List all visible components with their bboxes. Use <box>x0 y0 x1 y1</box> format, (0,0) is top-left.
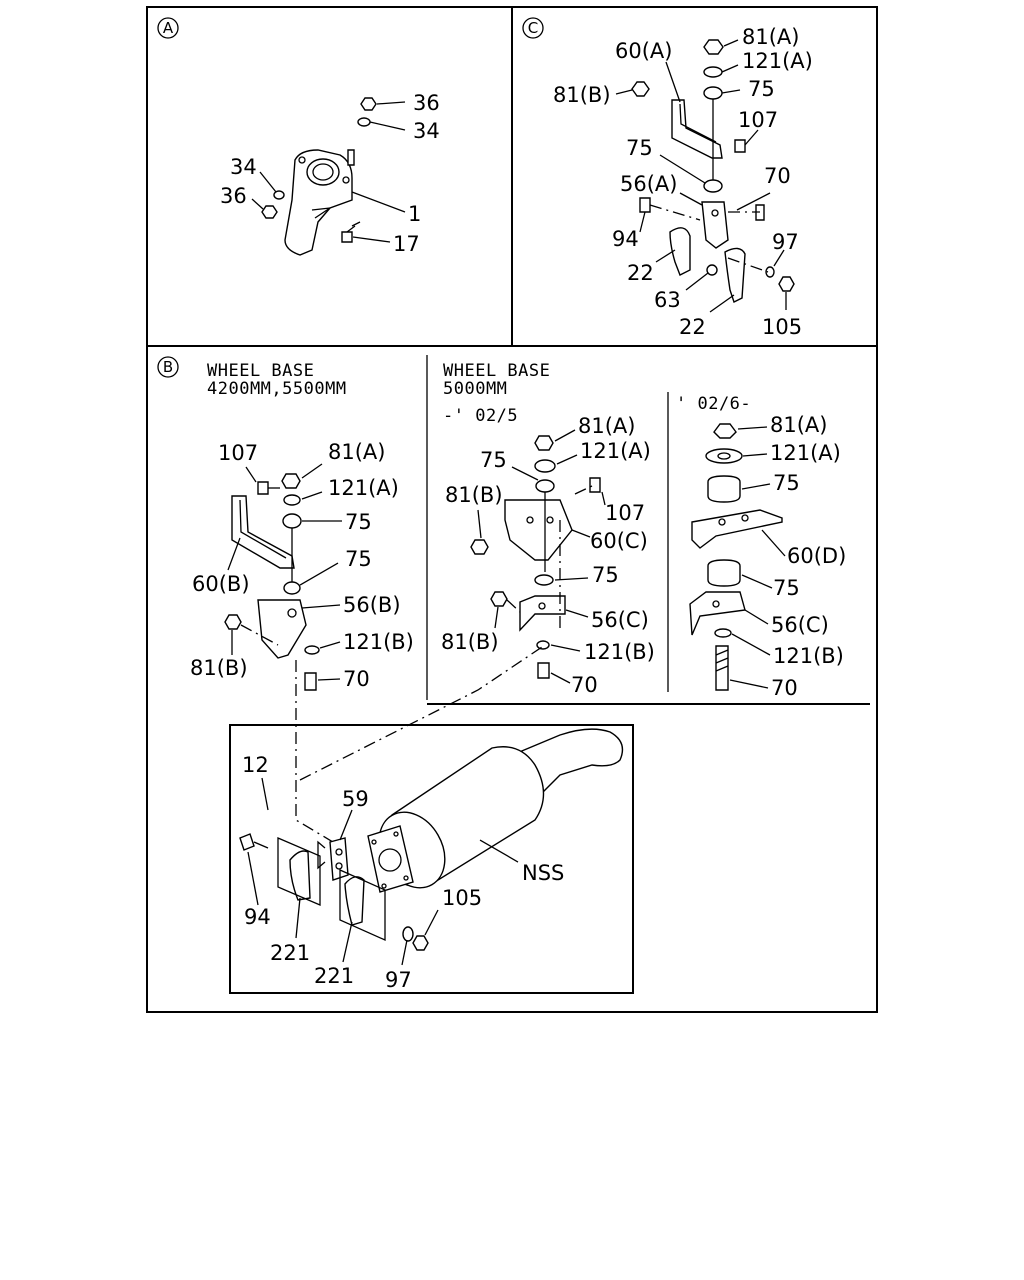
label-b3-60d: 60(D) <box>787 544 846 568</box>
label-b2-75-top: 75 <box>480 448 507 472</box>
label-m-221-left: 221 <box>270 941 310 965</box>
label-b1-60b: 60(B) <box>192 572 250 596</box>
label-c-22-left: 22 <box>627 261 654 285</box>
label-b3-56c: 56(C) <box>771 613 829 637</box>
label-m-12: 12 <box>242 753 269 777</box>
section-b3-labels: 81(A) 121(A) 75 60(D) 75 56(C) 121(B) 70 <box>770 413 846 700</box>
label-b3-121b: 121(B) <box>773 644 844 668</box>
label-b1-121a: 121(A) <box>328 476 399 500</box>
label-m-94: 94 <box>244 905 271 929</box>
label-b1-81a: 81(A) <box>328 440 385 464</box>
label-m-97: 97 <box>385 968 412 992</box>
label-b3-81a: 81(A) <box>770 413 827 437</box>
label-b2-121a: 121(A) <box>580 439 651 463</box>
section-b3-parts <box>689 423 783 691</box>
label-m-105: 105 <box>442 886 482 910</box>
label-a-34-top: 34 <box>413 119 440 143</box>
label-b2-81b-top: 81(B) <box>445 483 503 507</box>
label-a-36-left: 36 <box>220 184 247 208</box>
section-b2-leaders <box>477 429 606 684</box>
label-b2-56c: 56(C) <box>591 608 649 632</box>
label-b1-81b: 81(B) <box>190 656 248 680</box>
label-a-1: 1 <box>408 202 421 226</box>
section-b3-leaders <box>729 426 786 689</box>
section-marker-c: C <box>522 17 544 39</box>
section-c-labels: 81(A) 121(A) 60(A) 81(B) 75 107 75 70 56… <box>553 25 813 339</box>
svg-text:B: B <box>163 358 173 376</box>
label-b1-121b: 121(B) <box>343 630 414 654</box>
label-b1-75-mid: 75 <box>345 547 372 571</box>
section-marker-b: B <box>157 356 179 378</box>
label-m-221-right: 221 <box>314 964 354 988</box>
label-b2-81a: 81(A) <box>578 414 635 438</box>
section-b2-labels: 81(A) 121(A) 75 81(B) 107 60(C) 75 56(C)… <box>441 414 655 697</box>
wheel-base-heading-1: WHEEL BASE <box>207 361 314 381</box>
section-b1-labels: 107 81(A) 121(A) 75 75 60(B) 56(B) 121(B… <box>190 440 414 691</box>
label-c-70: 70 <box>764 164 791 188</box>
wheel-base-values-1: 4200MM,5500MM <box>207 379 347 399</box>
label-m-59: 59 <box>342 787 369 811</box>
muffler-labels: 12 59 NSS 94 105 221 221 97 <box>242 753 564 992</box>
label-c-60a: 60(A) <box>615 39 672 63</box>
wheel-base-heading-2: WHEEL BASE <box>443 361 550 381</box>
date-range-until: -' 02/5 <box>443 406 518 426</box>
label-c-105: 105 <box>762 315 802 339</box>
label-b3-70: 70 <box>771 676 798 700</box>
label-c-81a: 81(A) <box>742 25 799 49</box>
label-c-121a: 121(A) <box>742 49 813 73</box>
label-c-107: 107 <box>738 108 778 132</box>
section-b2-parts <box>470 435 601 679</box>
label-b3-75-mid: 75 <box>773 576 800 600</box>
label-b1-70: 70 <box>343 667 370 691</box>
svg-text:C: C <box>528 19 538 37</box>
label-c-75-top: 75 <box>748 77 775 101</box>
label-b3-75-top: 75 <box>773 471 800 495</box>
muffler-assembly <box>239 644 624 951</box>
section-a-parts <box>261 97 377 256</box>
section-a-leaders <box>251 101 406 243</box>
label-b2-107: 107 <box>605 501 645 525</box>
label-b2-70: 70 <box>571 673 598 697</box>
section-a-labels: 36 34 34 36 1 17 <box>220 91 440 256</box>
label-b2-75-mid: 75 <box>592 563 619 587</box>
section-b1-parts <box>224 473 320 691</box>
label-b1-107: 107 <box>218 441 258 465</box>
svg-text:A: A <box>163 19 174 37</box>
label-c-94: 94 <box>612 227 639 251</box>
section-c-leaders <box>615 39 787 313</box>
label-a-34-left: 34 <box>230 155 257 179</box>
date-range-from: ' 02/6- <box>676 394 751 414</box>
muffler-leaders <box>247 777 519 966</box>
label-b2-60c: 60(C) <box>590 529 648 553</box>
label-c-63: 63 <box>654 288 681 312</box>
section-b1-leaders <box>227 463 342 846</box>
label-c-97: 97 <box>772 230 799 254</box>
section-marker-a: A <box>157 17 179 39</box>
label-c-81b: 81(B) <box>553 83 611 107</box>
label-c-75-mid: 75 <box>626 136 653 160</box>
label-m-nss: NSS <box>522 861 564 885</box>
label-a-36-top: 36 <box>413 91 440 115</box>
label-b2-81b-bottom: 81(B) <box>441 630 499 654</box>
label-b3-121a: 121(A) <box>770 441 841 465</box>
label-c-56a: 56(A) <box>620 172 677 196</box>
label-a-17: 17 <box>393 232 420 256</box>
label-c-22-bottom: 22 <box>679 315 706 339</box>
label-b1-56b: 56(B) <box>343 593 401 617</box>
section-c-parts <box>631 39 795 303</box>
label-b2-121b: 121(B) <box>584 640 655 664</box>
wheel-base-values-2: 5000MM <box>443 379 507 399</box>
diagram-frames <box>146 6 878 1013</box>
label-b1-75-top: 75 <box>345 510 372 534</box>
